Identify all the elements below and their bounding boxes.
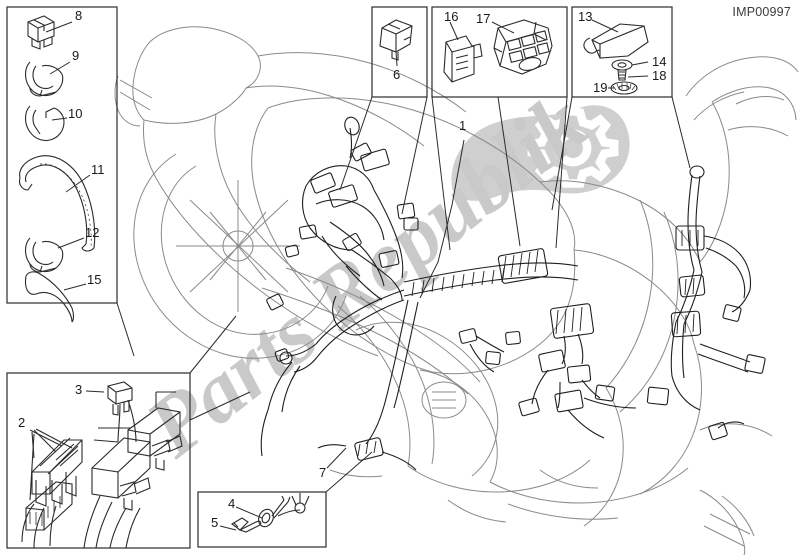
callout-leaders [29, 19, 649, 531]
panel-screw-washer [197, 491, 327, 548]
callout-1: 1 [459, 118, 467, 133]
panel-clips-and-straps [6, 6, 118, 304]
watermark-group: Parts Republik [128, 74, 630, 476]
panel-fuse-relay [6, 372, 191, 549]
callout-8: 8 [75, 8, 83, 23]
callout-12: 12 [85, 225, 100, 240]
screw-washer-artwork [231, 493, 310, 533]
control-unit-artwork [379, 19, 413, 61]
clip-parts-artwork [18, 15, 96, 323]
panel-leader-lines [116, 96, 691, 493]
callout-11: 11 [91, 162, 105, 177]
motorcycle-body-outline [114, 26, 799, 555]
callout-17: 17 [476, 11, 491, 26]
part-number-label: IMP00997 [732, 5, 791, 19]
callout-10: 10 [68, 106, 83, 121]
callout-7: 7 [319, 465, 327, 480]
wiring-harness-artwork [260, 116, 766, 471]
battery-mount-artwork [583, 23, 649, 95]
panel-connector-cover [431, 6, 568, 98]
callout-3: 3 [75, 382, 83, 397]
callout-5: 5 [211, 515, 219, 530]
panel-frames [6, 6, 673, 549]
panel-control-unit [371, 6, 428, 98]
connector-cover-artwork [443, 19, 553, 83]
callout-15: 15 [87, 272, 102, 287]
panel-battery-mount [571, 6, 673, 98]
callout-6: 6 [393, 67, 401, 82]
callout-19: 19 [593, 80, 608, 95]
callout-16: 16 [444, 9, 459, 24]
callout-14: 14 [652, 54, 667, 69]
callout-2: 2 [18, 415, 26, 430]
callout-13: 13 [578, 9, 593, 24]
callout-9: 9 [72, 48, 80, 63]
callout-4: 4 [228, 496, 236, 511]
callout-18: 18 [652, 68, 667, 83]
fuse-relay-artwork [21, 381, 183, 549]
